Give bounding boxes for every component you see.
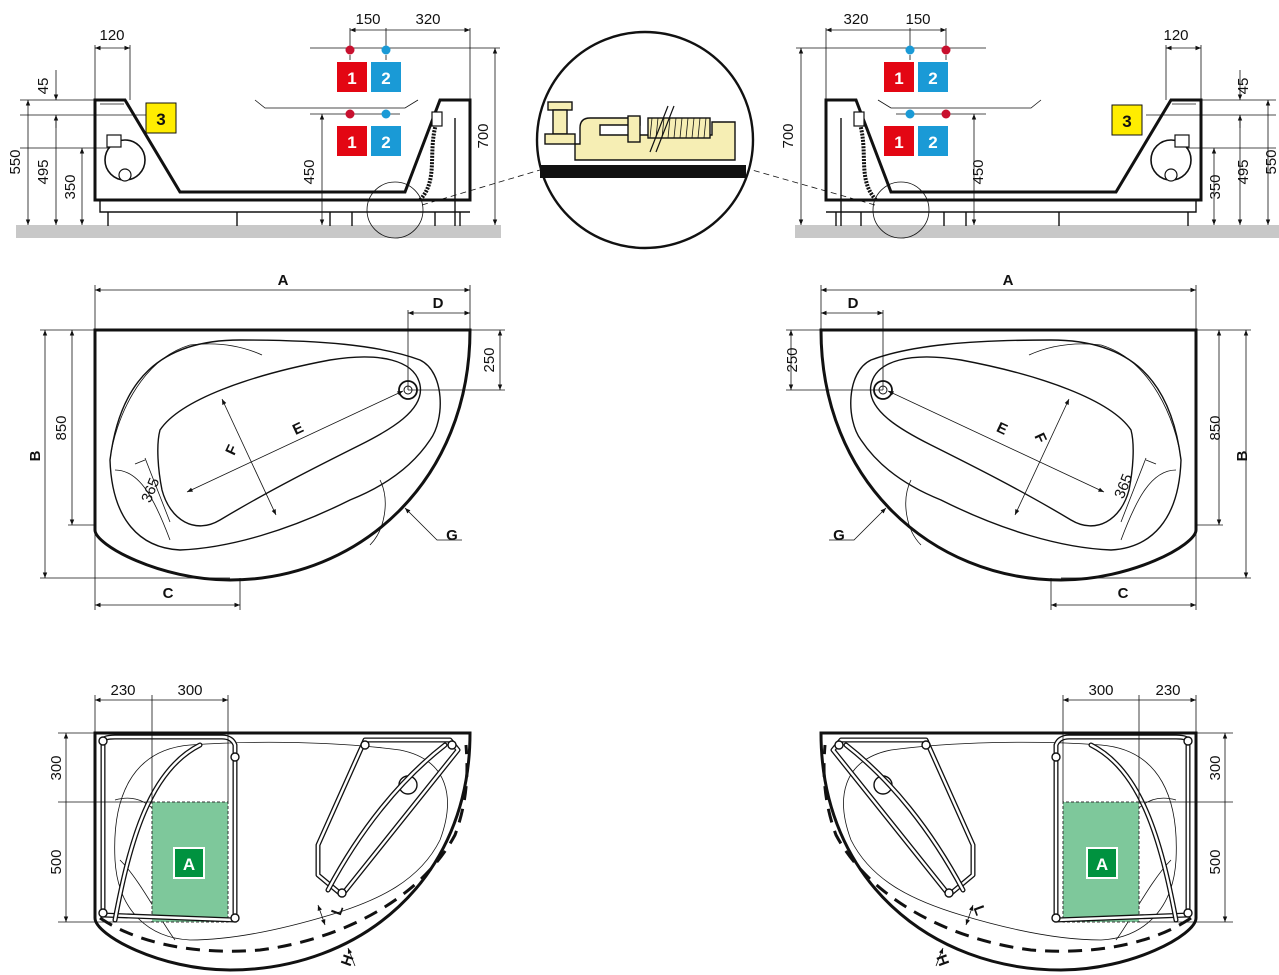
label-B: B [1234,450,1251,461]
dim-500: 500 [48,849,65,874]
waste-label: 3 [156,110,165,129]
top-view-left: A D E F B C G 850 250 365 [27,272,505,610]
dim-250: 250 [481,347,498,372]
zone-a-label: A [183,855,195,874]
frame-view-right: A 230 300 300 500 L H [821,682,1233,970]
label-C: C [1118,585,1129,602]
dim-550: 550 [1263,149,1279,174]
label-D: D [848,295,859,312]
dim-500: 500 [1207,849,1224,874]
dim-150: 150 [905,11,930,28]
hot-water-badge [884,62,914,92]
waste-badge [145,102,177,134]
hot-water-label: 1 [347,69,356,88]
hot-water-badge-low [337,126,367,156]
dim-700: 700 [475,123,492,148]
dim-350: 350 [1207,174,1224,199]
dim-700: 700 [780,123,797,148]
hot-water-label: 1 [894,69,903,88]
label-D: D [433,295,444,312]
side-view-left: 1 2 1 2 3 120 150 320 45 550 495 350 450… [7,11,501,238]
label-H: H [338,952,358,968]
hot-water-label-low: 1 [894,133,903,152]
cold-water-label-low: 2 [381,133,390,152]
label-A: A [278,272,289,289]
label-B: B [27,450,44,461]
dim-320: 320 [843,11,868,28]
dim-450: 450 [970,159,987,184]
dim-300-vertical: 300 [1207,755,1224,780]
dim-850: 850 [53,415,70,440]
dim-250: 250 [784,347,801,372]
side-view-right: 1 2 1 2 3 120 150 320 45 550 495 350 450… [780,11,1279,238]
dim-45: 45 [35,78,52,95]
cold-water-label: 2 [381,69,390,88]
cold-water-label: 2 [928,69,937,88]
dim-350: 350 [62,174,79,199]
dim-120: 120 [99,27,124,44]
dim-150: 150 [355,11,380,28]
frame-view-left: A 230 300 300 500 L H [48,682,470,970]
waste-label: 3 [1122,112,1131,131]
dim-495: 495 [35,159,52,184]
dim-450: 450 [301,159,318,184]
cold-water-badge [371,62,401,92]
label-C: C [163,585,174,602]
label-H: H [932,952,952,968]
label-G: G [833,527,845,544]
dim-230: 230 [1155,682,1180,699]
hot-water-badge-low [884,126,914,156]
dim-120: 120 [1163,27,1188,44]
dim-300: 300 [1088,682,1113,699]
dim-495: 495 [1235,159,1252,184]
label-A: A [1003,272,1014,289]
dim-45: 45 [1235,78,1252,95]
dim-320: 320 [415,11,440,28]
dim-300: 300 [177,682,202,699]
cold-water-label-low: 2 [928,133,937,152]
dim-550: 550 [7,149,24,174]
top-view-right: A D E F B C G 850 250 365 [784,272,1251,610]
zone-a-badge [173,847,205,879]
hot-water-label-low: 1 [347,133,356,152]
zone-a-badge [1086,847,1118,879]
cold-water-badge-low [371,126,401,156]
cold-water-badge [918,62,948,92]
label-G: G [446,527,458,544]
waste-badge [1111,104,1143,136]
dim-850: 850 [1207,415,1224,440]
zone-a-label: A [1096,855,1108,874]
siphon-detail [421,30,876,250]
hot-water-badge [337,62,367,92]
dim-230: 230 [110,682,135,699]
cold-water-badge-low [918,126,948,156]
dim-300-vertical: 300 [48,755,65,780]
